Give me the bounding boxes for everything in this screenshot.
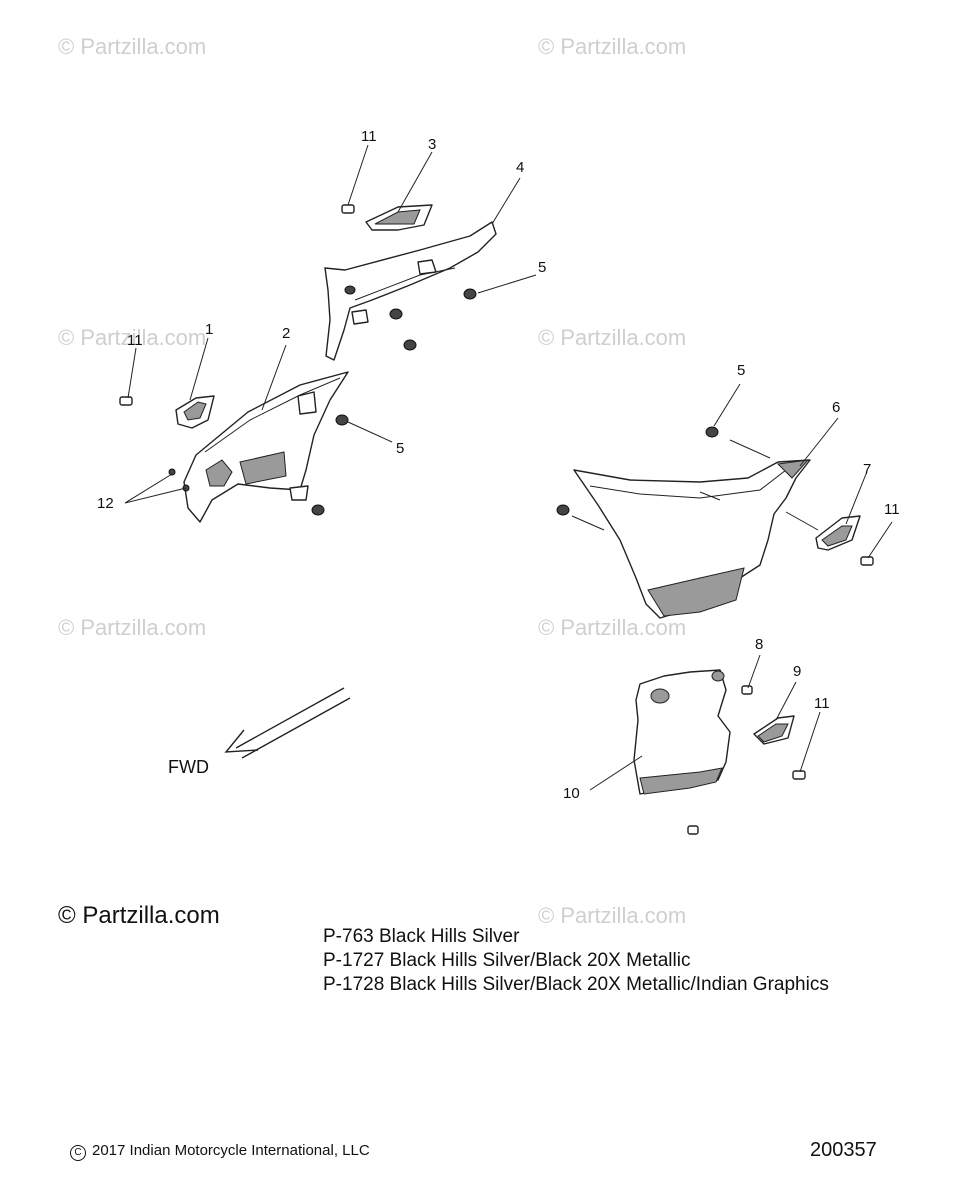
watermark: © Partzilla.com <box>538 615 687 640</box>
bolt-icon <box>687 685 753 835</box>
leader-lines <box>124 144 893 791</box>
paint-code-list: P-763 Black Hills Silver P-1727 Black Hi… <box>323 925 829 997</box>
callout-10: 10 <box>563 785 580 802</box>
callout-11: 11 <box>127 332 143 349</box>
part-6-right-side-cover[interactable] <box>573 459 811 619</box>
callout-11: 11 <box>814 695 830 712</box>
callout-7: 7 <box>863 461 872 478</box>
callout-8: 8 <box>755 636 764 653</box>
callout-5: 5 <box>396 440 405 457</box>
callout-11: 11 <box>884 501 900 518</box>
part-2-tab <box>289 485 309 501</box>
copyright-text: 2017 Indian Motorcycle International, LL… <box>92 1142 370 1159</box>
copyright-notice: C 2017 Indian Motorcycle International, L… <box>70 1142 370 1161</box>
part-4-tab <box>417 259 437 275</box>
copyright-icon: C <box>70 1145 86 1161</box>
paint-code: P-1727 Black Hills Silver/Black 20X Meta… <box>323 950 691 971</box>
paint-code: P-1728 Black Hills Silver/Black 20X Meta… <box>323 974 829 995</box>
forward-arrow-icon <box>224 687 351 759</box>
callout-11: 11 <box>361 128 377 145</box>
part-4-tab <box>351 309 369 325</box>
part-4-bracket[interactable] <box>324 221 497 361</box>
callout-5: 5 <box>737 362 746 379</box>
callout-1: 1 <box>205 321 214 338</box>
callout-2: 2 <box>282 325 291 342</box>
callout-3: 3 <box>428 136 437 153</box>
part-2-tab <box>297 391 317 415</box>
callout-9: 9 <box>793 663 802 680</box>
part-2-left-side-cover[interactable] <box>183 371 349 523</box>
screw-icon <box>119 204 874 780</box>
brand-label: © Partzilla.com <box>58 902 220 929</box>
watermark: © Partzilla.com <box>58 615 207 640</box>
paint-code: P-763 Black Hills Silver <box>323 926 520 947</box>
watermark: © Partzilla.com <box>538 325 687 350</box>
watermark: © Partzilla.com <box>538 34 687 59</box>
callout-4: 4 <box>516 159 525 176</box>
diagram-id: 200357 <box>810 1139 877 1161</box>
callout-5: 5 <box>538 259 547 276</box>
watermark: © Partzilla.com <box>58 34 207 59</box>
callout-6: 6 <box>832 399 841 416</box>
watermark: © Partzilla.com <box>538 903 687 928</box>
forward-direction-label: FWD <box>168 757 209 777</box>
watermark: © Partzilla.com <box>58 325 207 350</box>
part-4-grommet <box>344 285 356 295</box>
callout-12: 12 <box>97 495 114 512</box>
